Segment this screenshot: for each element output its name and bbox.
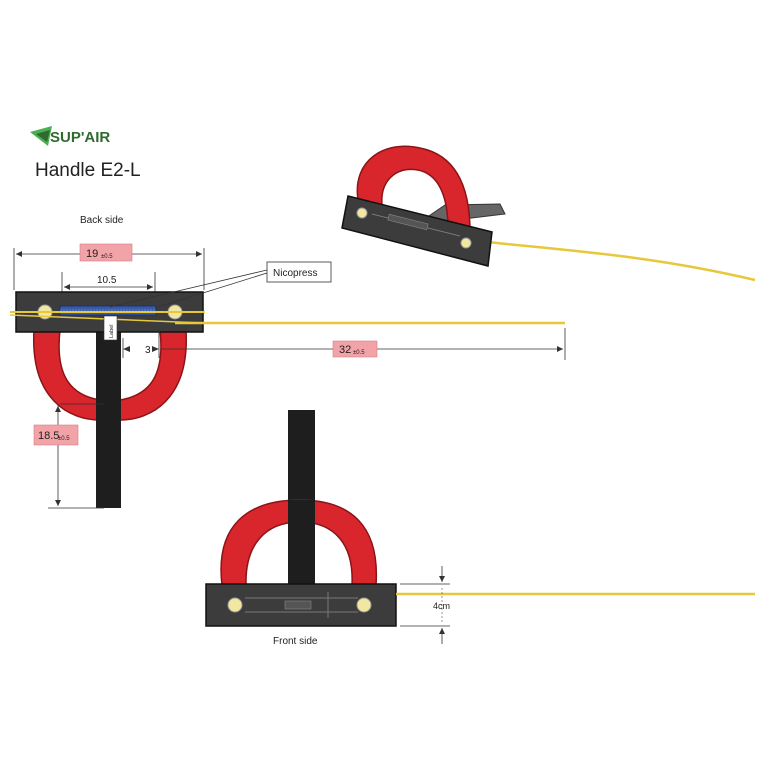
nicopress-callout: Nicopress: [273, 268, 317, 279]
product-title: Handle E2-L: [35, 160, 141, 181]
dim-height: 18.5: [38, 430, 59, 442]
logo-text: SUP'AIR: [50, 129, 110, 146]
dim-width-box: [79, 243, 133, 262]
perspective-view: [341, 145, 756, 282]
dim-front-height: 4cm: [433, 601, 450, 611]
dim-height-tol: ±0.5: [58, 436, 70, 442]
nicopress-sleeve: [59, 305, 157, 316]
dim-height-box: [33, 424, 79, 446]
back-side-label: Back side: [80, 215, 124, 226]
front-view: Front side 4cm: [205, 410, 755, 647]
back-webbing: [96, 312, 121, 508]
nicopress-callout-box: [266, 261, 332, 283]
perspective-line: [487, 240, 756, 282]
dim-width-tol: ±0.5: [101, 254, 113, 260]
dim-line-box: [332, 340, 378, 358]
dim-line-tol: ±0.5: [353, 350, 365, 356]
perspective-block: [341, 195, 493, 267]
dim-inner: 10.5: [97, 275, 117, 286]
dim-width: 19: [86, 248, 98, 260]
back-strap: [33, 329, 101, 421]
supair-logo: SUP'AIR: [30, 126, 110, 146]
front-side-label: Front side: [273, 636, 318, 647]
dim-line: 32: [339, 344, 351, 356]
dim-gap: 3: [145, 345, 151, 356]
back-view: Back side 19 ±0.5 10.5: [9, 215, 566, 509]
label-tag-text: Label: [109, 325, 115, 338]
